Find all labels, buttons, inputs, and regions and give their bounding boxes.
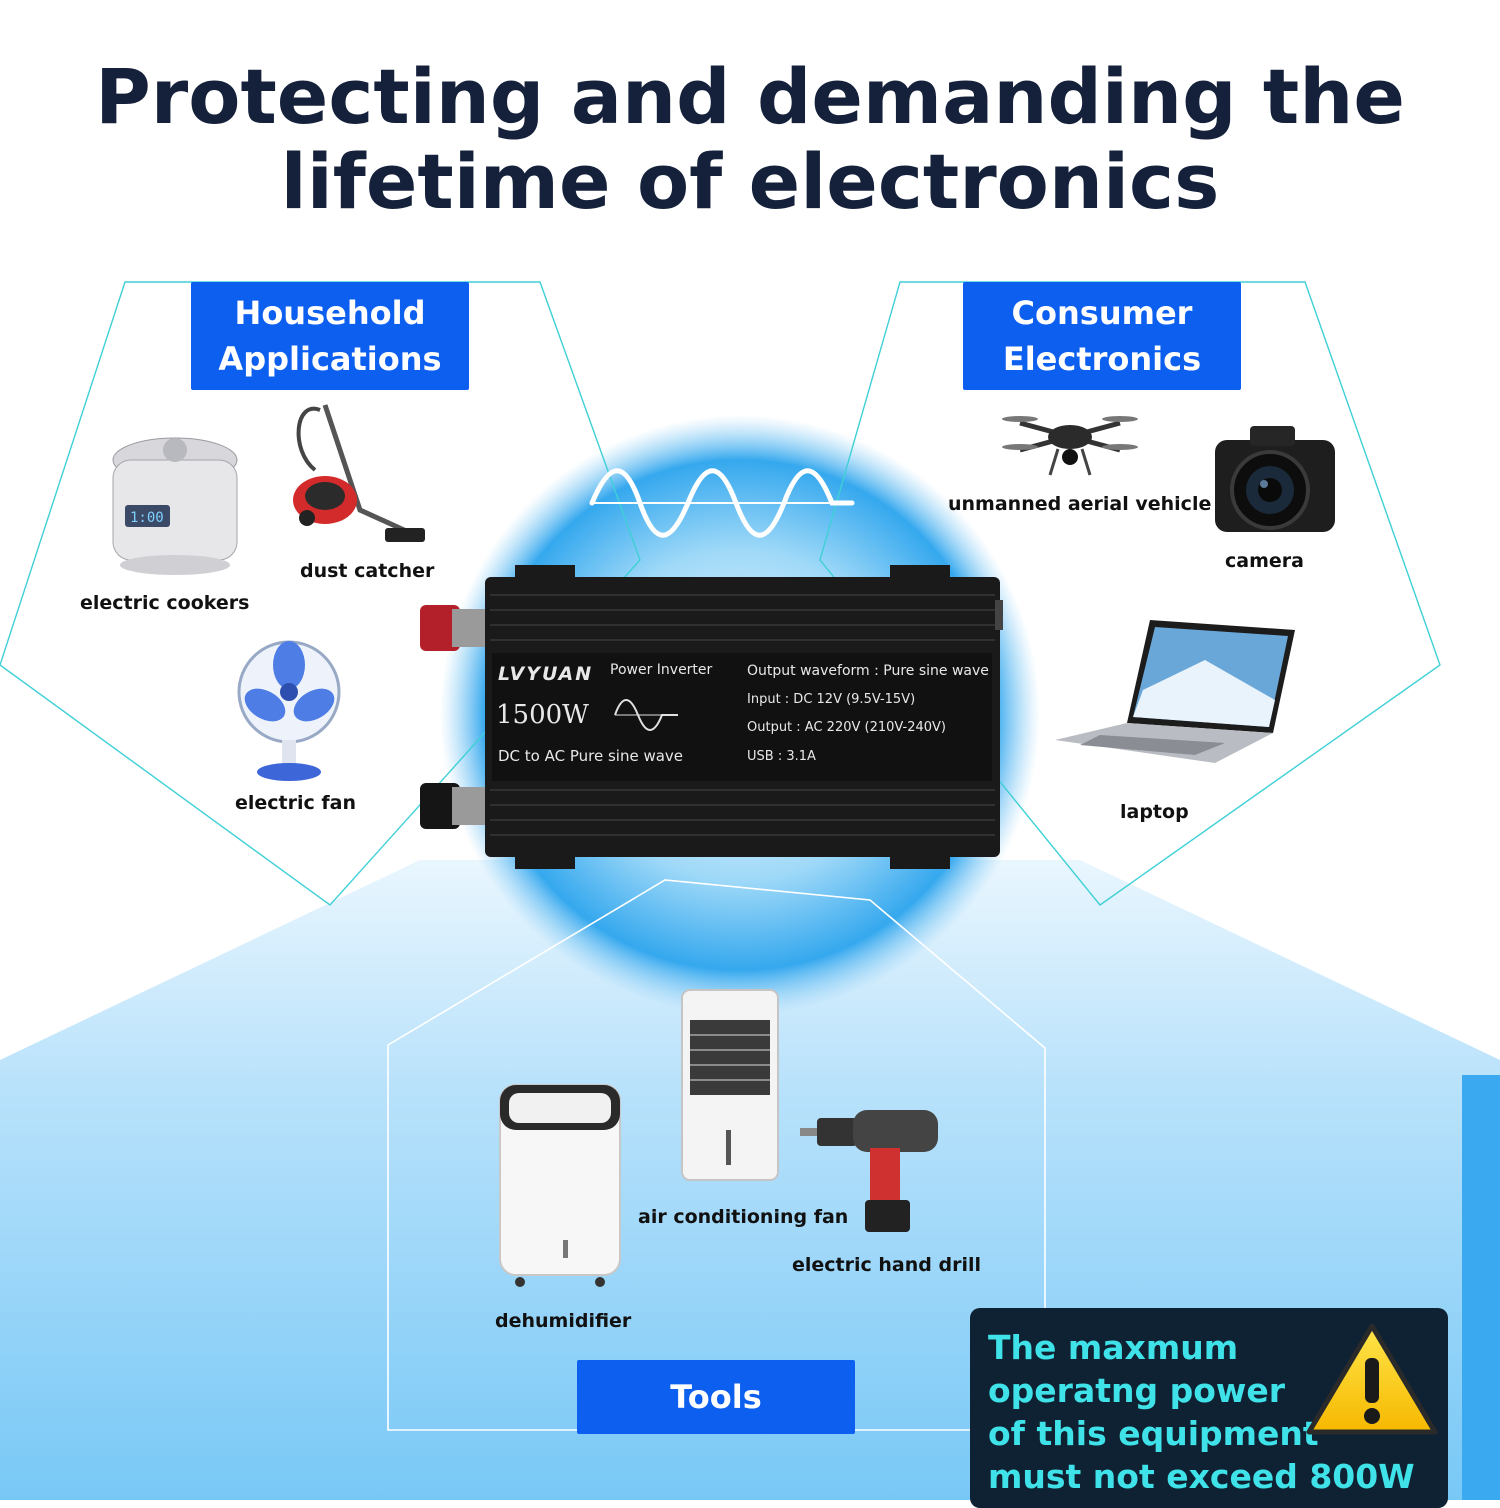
fan-icon — [237, 640, 341, 781]
spec-3: Output : AC 220V (210V-240V) — [747, 720, 946, 735]
label-electric-fan: electric fan — [235, 792, 357, 814]
tools-badge: Tools — [577, 1360, 855, 1434]
laptop-icon — [1055, 620, 1295, 763]
inverter-power: 1500W — [496, 700, 589, 730]
spec-2: Input : DC 12V (9.5V-15V) — [747, 692, 916, 707]
label-laptop: laptop — [1120, 801, 1189, 823]
warning-line-2: operatng power — [988, 1371, 1286, 1410]
label-dehumidifier: dehumidifier — [495, 1310, 632, 1332]
household-title-line2: Applications — [218, 340, 442, 378]
label-electric-hand-drill: electric hand drill — [792, 1254, 981, 1276]
headline-line-1: Protecting and demanding the — [95, 52, 1405, 141]
consumer-badge: Consumer Electronics — [963, 282, 1241, 390]
vacuum-icon — [293, 404, 425, 542]
warning-triangle-icon — [1306, 1323, 1438, 1435]
inverter-product: Power Inverter — [610, 662, 713, 678]
inverter-body — [420, 565, 1003, 869]
warning-line-1: The maxmum — [988, 1328, 1239, 1367]
svg-text:1:00: 1:00 — [130, 510, 164, 526]
household-title-line1: Household — [234, 294, 426, 332]
rice-cooker-icon: 1:00 — [112, 437, 238, 575]
label-dust-catcher: dust catcher — [300, 560, 435, 582]
household-badge: Household Applications — [191, 282, 469, 390]
spec-4: USB : 3.1A — [747, 749, 816, 764]
drone-icon — [1002, 416, 1138, 476]
inverter-brand: LVYUAN — [498, 663, 594, 685]
label-air-conditioning-fan: air conditioning fan — [638, 1206, 849, 1228]
consumer-title-line1: Consumer — [1011, 294, 1193, 332]
consumer-title-line2: Electronics — [1002, 340, 1202, 378]
dehumidifier-icon — [499, 1084, 621, 1287]
camera-icon — [1215, 426, 1335, 532]
label-uav: unmanned aerial vehicle — [948, 493, 1212, 515]
headline-line-2: lifetime of electronics — [280, 137, 1220, 226]
label-electric-cookers: electric cookers — [80, 592, 250, 614]
warning-line-3: of this equipment — [988, 1414, 1319, 1453]
spec-1: Output waveform : Pure sine wave — [747, 663, 989, 679]
label-camera: camera — [1225, 550, 1304, 572]
inverter-subtitle: DC to AC Pure sine wave — [498, 747, 684, 765]
warning-line-4: must not exceed 800W — [988, 1457, 1415, 1496]
inverter: LVYUAN Power Inverter 1500W DC to AC Pur… — [410, 565, 1010, 870]
air-cooler-icon — [681, 989, 779, 1181]
sine-wave-icon — [589, 468, 855, 538]
drill-icon — [800, 1110, 938, 1232]
